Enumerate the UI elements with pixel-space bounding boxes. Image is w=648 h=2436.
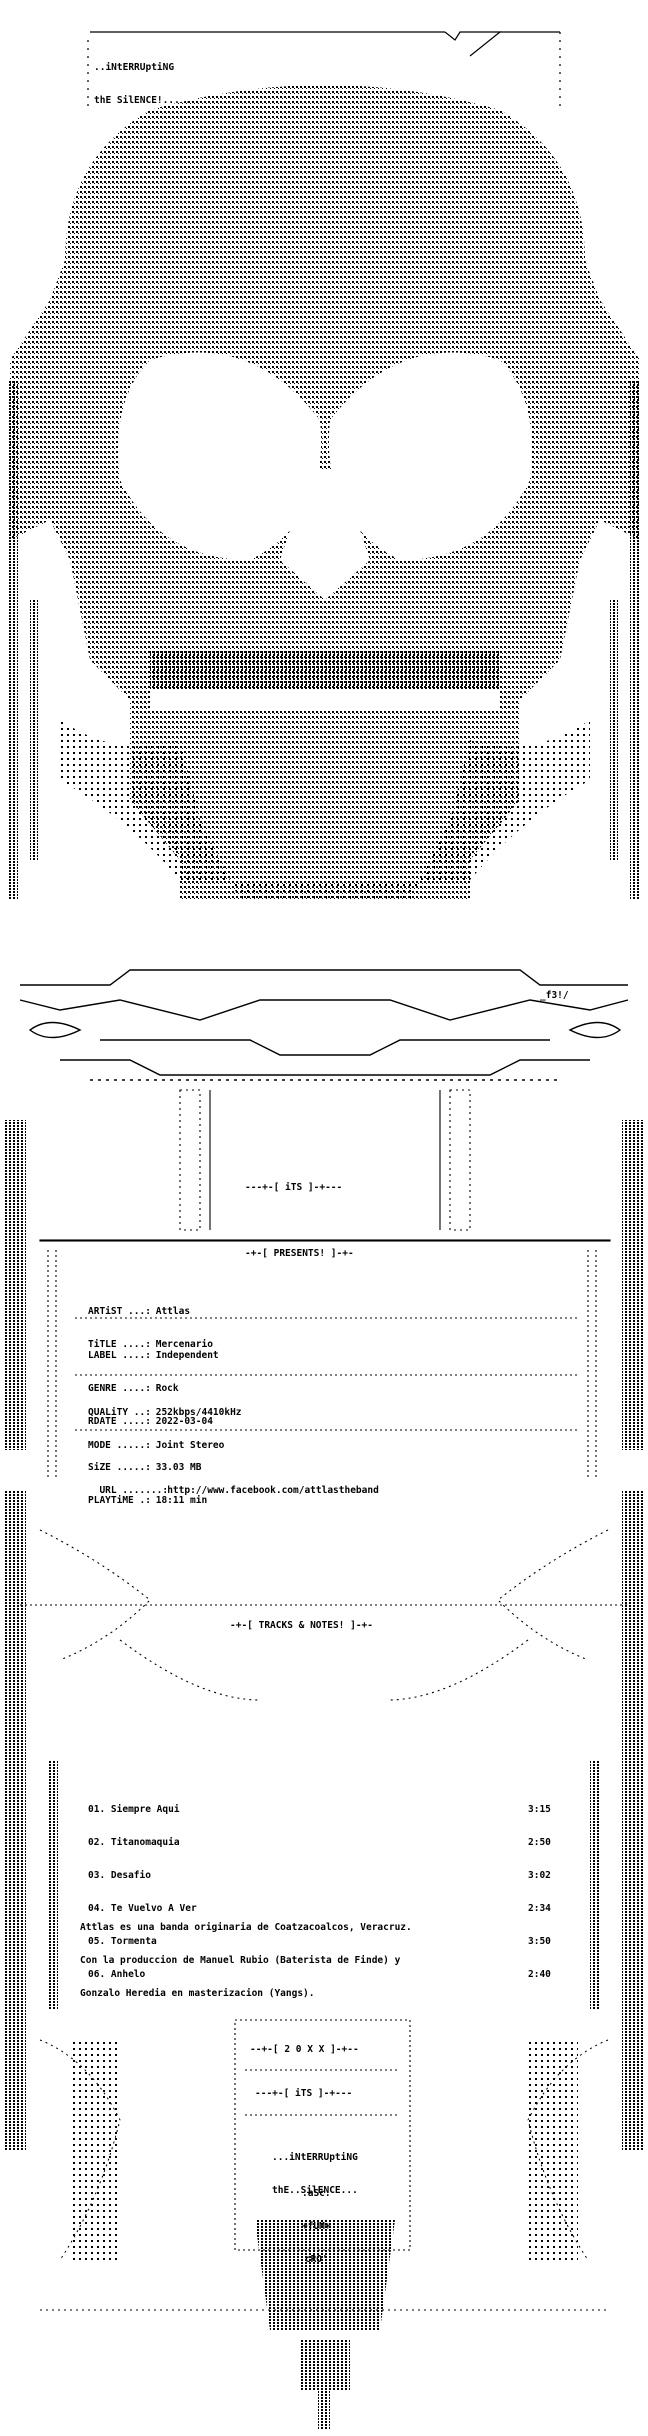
playtime-label: PLAYTiME .:	[88, 1495, 151, 1506]
banner-tag: _f3!/	[540, 990, 569, 1001]
track-time: 3:50	[528, 1936, 551, 1947]
notes-line: Gonzalo Heredia en masterizacion (Yangs)…	[80, 1988, 315, 1999]
release-info: ARTiST ...: Attlas TiTLE ....: Mercenari…	[88, 1284, 213, 1361]
info-row-playtime: PLAYTiME .: 18:11 min	[88, 1495, 207, 1506]
playtime-value: 18:11 min	[155, 1495, 208, 1506]
info-row-rdate: RDATE ....: 2022-03-04	[88, 1416, 219, 1427]
release-meta: LABEL ....: Independent GENRE ....: Rock…	[88, 1328, 219, 1438]
track-number: 01.	[88, 1804, 106, 1815]
rdate-value: 2022-03-04	[155, 1416, 213, 1427]
spacer	[245, 1215, 354, 1226]
track-row: 03. Desafio 3:02	[88, 1870, 568, 1881]
label-label: LABEL ....:	[88, 1350, 151, 1361]
track-time: 3:02	[528, 1870, 551, 1881]
rdate-label: RDATE ....:	[88, 1416, 151, 1427]
header-line-1: ..iNtERRUptiNG	[94, 62, 175, 73]
mode-value: Joint Stereo	[155, 1440, 225, 1451]
track-number: 05.	[88, 1936, 106, 1947]
footer-group: ---+-[ iTS ]-+---	[255, 2088, 353, 2099]
tracks-header: -+-[ TRACKS & NOTES! ]-+-	[230, 1620, 373, 1631]
size-value: 33.03 MB	[155, 1462, 202, 1473]
bone-banner	[19, 969, 629, 1081]
info-row-artist: ARTiST ...: Attlas	[88, 1306, 213, 1317]
notes-line: Attlas es una banda originaria de Coatza…	[80, 1922, 412, 1933]
banner-pillars	[179, 1089, 471, 1231]
header-title: ..iNtERRUptiNG thE SilENCE!... .	[94, 40, 191, 117]
genre-value: Rock	[155, 1383, 179, 1394]
track-name: Desafio	[110, 1870, 151, 1881]
url-value: http://www.facebook.com/attlastheband	[167, 1485, 379, 1496]
track-row: 01. Siempre Aqui 3:15	[88, 1804, 568, 1815]
track-name: Anhelo	[110, 1969, 146, 1980]
footer-year: --+-[ 2 0 X X ]-+--	[250, 2044, 359, 2055]
header-frame	[87, 31, 561, 110]
signature-line-2: +fUM+	[302, 2221, 331, 2232]
side-columns	[8, 380, 640, 900]
footer-title: ...iNtERRUptiNG thE..SilENCE...	[272, 2130, 358, 2207]
release-notes: Attlas es una banda originaria de Coatza…	[80, 1900, 412, 2010]
track-name: Siempre Aqui	[110, 1804, 180, 1815]
signature-line-3: cRO'	[304, 2254, 328, 2265]
footer-skull-art	[39, 2039, 609, 2430]
footer-frame	[234, 2019, 411, 2251]
info-row-label: LABEL ....: Independent	[88, 1350, 219, 1361]
track-time: 2:50	[528, 1837, 551, 1848]
track-time: 2:34	[528, 1903, 551, 1914]
track-name: Tormenta	[110, 1936, 157, 1947]
notes-line: Con la produccion de Manuel Rubio (Bater…	[80, 1955, 401, 1966]
footer-signature: .aSc. +fUM+ cRO'	[302, 2166, 331, 2276]
group-panel: ---+-[ iTS ]-+--- -+-[ PRESENTS! ]-+-	[245, 1160, 354, 1270]
url-label: URL .......:	[99, 1485, 169, 1496]
skull-art	[10, 85, 640, 900]
track-number: 03.	[88, 1870, 106, 1881]
title-label: TiTLE ....:	[88, 1339, 151, 1350]
info-row-mode: MODE .....: Joint Stereo	[88, 1440, 242, 1451]
track-row: 04. Te Vuelvo A Ver 2:34	[88, 1903, 568, 1914]
genre-label: GENRE ....:	[88, 1383, 151, 1394]
title-value: Mercenario	[155, 1339, 213, 1350]
tracks-ornament	[20, 1529, 628, 1701]
quality-value: 252kbps/4410kHz	[155, 1407, 242, 1418]
artist-value: Attlas	[155, 1306, 191, 1317]
track-list: 01. Siempre Aqui 3:15 02. Titanomaquia 2:5…	[88, 1782, 568, 1991]
track-row: 06. Anhelo 2:40	[88, 1969, 568, 1980]
track-number: 06.	[88, 1969, 106, 1980]
side-fields	[4, 1120, 644, 2150]
group-label: ---+-[ iTS ]-+---	[245, 1182, 343, 1193]
track-name: Te Vuelvo A Ver	[110, 1903, 197, 1914]
info-row-size: SiZE .....: 33.03 MB	[88, 1462, 207, 1473]
audio-meta: QUALiTY ..: 252kbps/4410kHz MODE .....: …	[88, 1385, 242, 1462]
info-frame	[39, 1239, 611, 1480]
track-time: 3:15	[528, 1804, 551, 1815]
label-value: Independent	[155, 1350, 219, 1361]
track-number: 02.	[88, 1837, 106, 1848]
track-row: 02. Titanomaquia 2:50	[88, 1837, 568, 1848]
info-row-genre: GENRE ....: Rock	[88, 1383, 219, 1394]
track-name: Titanomaquia	[110, 1837, 180, 1848]
size-label: SiZE .....:	[88, 1462, 151, 1473]
mode-label: MODE .....:	[88, 1440, 151, 1451]
header-line-2: thE SilENCE!... .	[94, 95, 192, 106]
file-meta: SiZE .....: 33.03 MB PLAYTiME .: 18:11 m…	[88, 1440, 207, 1517]
track-row: 05. Tormenta 3:50	[88, 1936, 568, 1947]
info-row-title: TiTLE ....: Mercenario	[88, 1339, 213, 1350]
url-row: URL .......: http://www.facebook.com/att…	[88, 1474, 379, 1496]
footer-line-1: ...iNtERRUptiNG	[272, 2152, 358, 2163]
track-number: 04.	[88, 1903, 106, 1914]
quality-label: QUALiTY ..:	[88, 1407, 151, 1418]
presents-label: -+-[ PRESENTS! ]-+-	[245, 1248, 354, 1259]
footer-line-2: thE..SilENCE...	[272, 2185, 358, 2196]
track-time: 2:40	[528, 1969, 551, 1980]
info-row-quality: QUALiTY ..: 252kbps/4410kHz	[88, 1407, 242, 1418]
artist-label: ARTiST ...:	[88, 1306, 151, 1317]
signature-line-1: .aSc.	[302, 2188, 331, 2199]
